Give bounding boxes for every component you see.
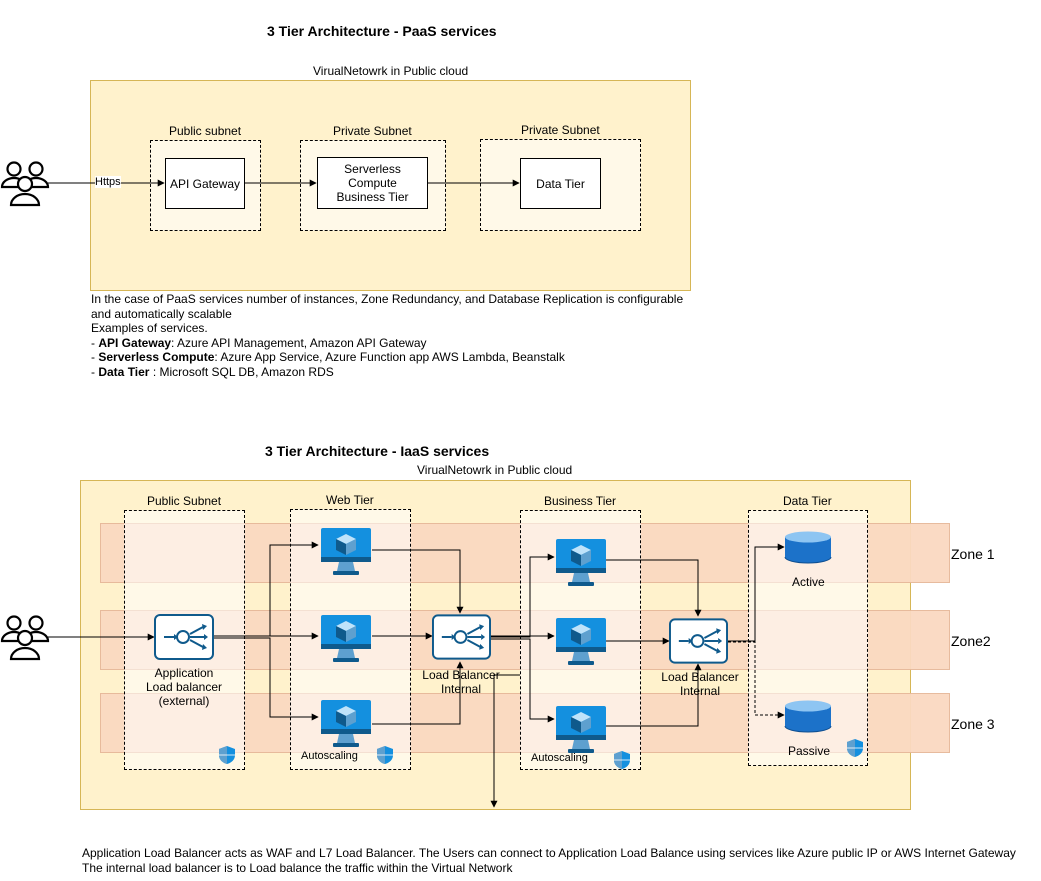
lb-internal-2-line2: Internal <box>679 684 721 698</box>
virtual-machine-icon <box>321 528 371 575</box>
serverless-label-line2: Compute <box>348 176 397 190</box>
users-icon <box>0 615 50 661</box>
load-balancer-icon <box>154 614 214 660</box>
business-autoscaling-label: Autoscaling <box>531 752 588 764</box>
application-load-balancer[interactable] <box>154 614 214 660</box>
db-passive-label: Passive <box>788 744 831 758</box>
serverless-label-line3: Business Tier <box>336 190 409 204</box>
internal-load-balancer-2[interactable] <box>669 618 728 664</box>
api-gateway-node[interactable]: API Gateway <box>165 158 245 209</box>
virtual-machine-icon <box>321 700 371 747</box>
https-label: Https <box>95 176 121 188</box>
paas-desc-item1: - API Gateway: Azure API Management, Ama… <box>91 335 427 350</box>
alb-label-line3: (external) <box>158 694 210 708</box>
data-tier-node[interactable]: Data Tier <box>520 158 601 209</box>
load-balancer-icon <box>669 618 728 664</box>
business-vm-zone3[interactable] <box>555 705 607 759</box>
load-balancer-icon <box>432 614 491 660</box>
alb-label-line1: Application <box>154 666 214 680</box>
lb-internal-2-line1: Load Balancer <box>661 670 739 684</box>
virtual-machine-icon <box>556 706 606 753</box>
shield-icon <box>219 746 235 764</box>
paas-subnet-label-private-1: Private Subnet <box>333 124 412 138</box>
business-vm-zone2[interactable] <box>555 617 607 671</box>
iaas-footer: Application Load Balancer acts as WAF an… <box>82 846 1032 875</box>
lb-internal-1-line2: Internal <box>440 682 482 696</box>
virtual-machine-icon <box>556 539 606 586</box>
paas-desc-line2: and automatically scalable <box>91 306 232 321</box>
paas-desc-item3: - Data Tier : Microsoft SQL DB, Amazon R… <box>91 364 334 379</box>
paas-description: In the case of PaaS services number of i… <box>91 292 711 379</box>
iaas-subnet-label-public: Public Subnet <box>147 494 222 508</box>
alb-label: Application Load balancer (external) <box>134 666 234 708</box>
shield-icon <box>614 751 630 769</box>
iaas-subnet-label-business: Business Tier <box>544 494 617 508</box>
zone-label-1: Zone 1 <box>951 546 995 562</box>
zone-label-2: Zone2 <box>951 633 991 649</box>
paas-title: 3 Tier Architecture - PaaS services <box>267 23 497 39</box>
web-autoscaling-label: Autoscaling <box>301 750 358 762</box>
web-vm-zone2[interactable] <box>320 614 372 668</box>
lb-internal-1-line1: Load Balancer <box>422 668 500 682</box>
database-passive[interactable] <box>784 700 832 739</box>
iaas-vnet-label: VirualNetowrk in Public cloud <box>417 463 573 477</box>
web-vm-zone3[interactable] <box>320 699 372 753</box>
lb-internal-2-label: Load Balancer Internal <box>650 670 750 698</box>
shield-icon <box>377 746 393 764</box>
internal-load-balancer-1[interactable] <box>432 614 491 660</box>
paas-subnet-label-public: Public subnet <box>169 124 242 138</box>
business-vm-zone1[interactable] <box>555 538 607 592</box>
db-active-label: Active <box>792 575 825 589</box>
database-active[interactable] <box>784 531 832 570</box>
paas-desc-line1: In the case of PaaS services number of i… <box>91 292 684 306</box>
serverless-label-line1: Serverless <box>344 162 401 176</box>
shield-icon <box>847 739 863 757</box>
virtual-machine-icon <box>321 615 371 662</box>
paas-subnet-label-private-2: Private Subnet <box>521 123 600 137</box>
data-tier-label: Data Tier <box>536 176 585 191</box>
virtual-machine-icon <box>556 618 606 665</box>
zone-label-3: Zone 3 <box>951 716 995 732</box>
iaas-title: 3 Tier Architecture - IaaS services <box>265 443 490 459</box>
iaas-subnet-label-web: Web Tier <box>326 493 374 507</box>
paas-desc-item2: - Serverless Compute: Azure App Service,… <box>91 350 565 364</box>
paas-vnet-label: VirualNetowrk in Public cloud <box>313 64 469 78</box>
database-icon <box>784 700 832 733</box>
users-icon <box>0 161 50 207</box>
web-vm-zone1[interactable] <box>320 527 372 581</box>
iaas-footer-line2: The internal load balancer is to Load ba… <box>82 860 513 875</box>
api-gateway-label: API Gateway <box>169 176 241 191</box>
iaas-footer-line1: Application Load Balancer acts as WAF an… <box>82 846 1016 860</box>
iaas-subnet-label-data: Data Tier <box>783 494 832 508</box>
lb-internal-1-label: Load Balancer Internal <box>411 668 511 696</box>
database-icon <box>784 531 832 564</box>
serverless-compute-node[interactable]: Serverless Compute Business Tier <box>317 157 428 209</box>
paas-desc-line3: Examples of services. <box>91 321 208 335</box>
alb-label-line2: Load balancer <box>145 680 223 694</box>
